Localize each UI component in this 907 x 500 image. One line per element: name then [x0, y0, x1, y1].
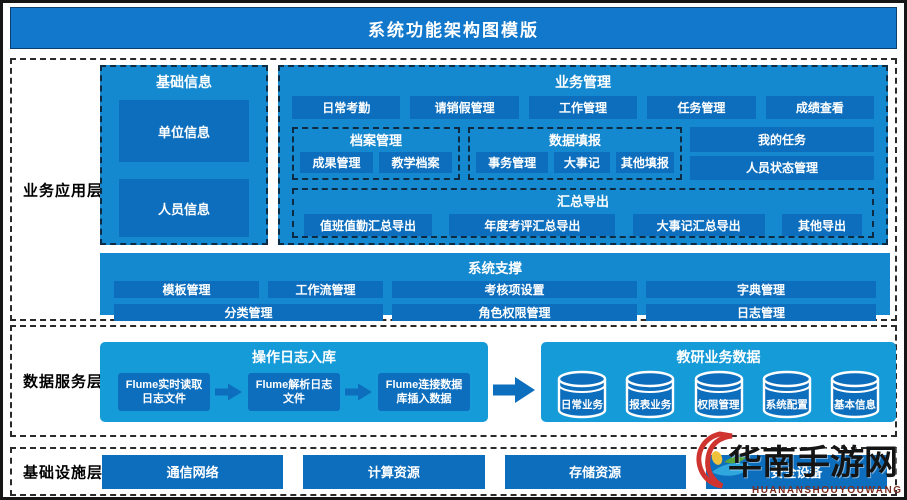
diagram-title: 系统功能架构图模版: [368, 20, 539, 40]
database-label: 报表业务: [629, 399, 672, 411]
arrow-right-icon: [345, 382, 373, 402]
watermark-subtext: HUANANSHOUYOUWANG: [752, 485, 903, 496]
database-icon: 系统配置: [760, 370, 814, 420]
basic-info-title: 基础信息: [156, 74, 212, 90]
archive-item: 教学档案: [379, 152, 452, 173]
watermark-logo-icon: [690, 428, 774, 495]
summary-export-group: 汇总导出 值班值勤汇总导出 年度考评汇总导出 大事记汇总导出 其他导出: [292, 188, 874, 238]
support-item: 角色权限管理: [392, 304, 637, 321]
export-item: 值班值勤汇总导出: [304, 214, 432, 236]
task-stack: 我的任务 人员状态管理: [690, 127, 874, 180]
basic-info-item: 单位信息: [119, 100, 249, 162]
flow-step: Flume连接数据库插入数据: [378, 373, 470, 411]
business-management-title: 业务管理: [555, 74, 611, 90]
data-fill-item: 事务管理: [476, 152, 549, 173]
database-icon: 权限管理: [692, 370, 746, 420]
arrow-right-icon: [493, 375, 537, 410]
database-label: 权限管理: [697, 399, 740, 411]
business-item: 日常考勤: [292, 96, 401, 119]
database-icon: 基本信息: [828, 370, 882, 420]
infra-item: 存储资源: [504, 454, 686, 489]
infra-item: 通信网络: [102, 454, 284, 489]
archive-item: 成果管理: [300, 152, 373, 173]
research-business-data-title: 教研业务数据: [676, 349, 761, 365]
database-label: 日常业务: [561, 399, 603, 411]
business-item: 成绩查看: [765, 96, 875, 119]
flow-step: Flume解析日志文件: [248, 373, 340, 411]
database-label: 系统配置: [765, 399, 808, 411]
layer-label-application: 业务应用层: [22, 182, 103, 199]
research-business-data-panel: 教研业务数据 日常业务 报表业务 权限管理 系统配置: [541, 342, 896, 422]
operation-log-title: 操作日志入库: [252, 349, 336, 365]
layer-label-data-service: 数据服务层: [22, 373, 103, 391]
data-fill-item: 其他填报: [615, 152, 674, 173]
support-item: 考核项设置: [392, 281, 637, 298]
my-tasks-item: 我的任务: [690, 127, 874, 152]
basic-info-panel: 基础信息 单位信息 人员信息: [100, 65, 268, 245]
business-item: 工作管理: [528, 96, 638, 119]
watermark-text: 华南手游网: [728, 444, 898, 482]
system-support-title: 系统支撑: [468, 261, 522, 276]
data-fill-title: 数据填报: [548, 133, 601, 148]
database-icon: 报表业务: [623, 370, 677, 420]
export-item: 其他导出: [781, 214, 862, 236]
flow-step: Flume实时读取日志文件: [118, 373, 210, 411]
support-item: 字典管理: [646, 281, 876, 298]
system-support-panel: 系统支撑 模板管理 工作流管理 考核项设置 字典管理 分类管理 角色权限管理 日…: [100, 253, 890, 321]
support-item: 模板管理: [114, 281, 259, 298]
business-management-panel: 业务管理 日常考勤 请销假管理 工作管理 任务管理 成绩查看 档案管理 成果管理…: [278, 65, 888, 245]
business-item: 任务管理: [647, 96, 756, 119]
database-label: 基本信息: [834, 399, 876, 411]
database-icon: 日常业务: [555, 370, 609, 420]
arrow-right-icon: [215, 382, 243, 402]
data-service-layer: 数据服务层 操作日志入库 Flume实时读取日志文件 Flume解析日志文件 F…: [10, 325, 897, 437]
personnel-status-item: 人员状态管理: [690, 155, 874, 180]
support-item: 工作流管理: [268, 281, 383, 298]
summary-export-title: 汇总导出: [556, 194, 609, 209]
data-fill-group: 数据填报 事务管理 大事记 其他填报: [468, 127, 682, 180]
operation-log-flow-panel: 操作日志入库 Flume实时读取日志文件 Flume解析日志文件 Flume连接…: [100, 342, 488, 422]
business-item: 请销假管理: [410, 96, 519, 119]
business-application-layer: 业务应用层 基础信息 单位信息 人员信息 业务管理 日常考勤 请销假管理 工作管…: [10, 58, 897, 321]
layer-label-infrastructure: 基础设施层: [22, 464, 103, 481]
archive-management-group: 档案管理 成果管理 教学档案: [292, 127, 460, 180]
infrastructure-layer: 基础设施层 通信网络 计算资源 存储资源 安全设备: [10, 447, 897, 496]
site-watermark: 华南手游网 HUANANSHOUYOUWANG: [690, 431, 904, 497]
diagram-title-bar: 系统功能架构图模版: [10, 7, 897, 49]
data-fill-item: 大事记: [554, 152, 610, 173]
support-item: 分类管理: [114, 304, 383, 321]
infra-item: 计算资源: [303, 454, 485, 489]
support-item: 日志管理: [646, 304, 876, 321]
export-item: 年度考评汇总导出: [449, 214, 616, 236]
basic-info-item: 人员信息: [119, 179, 249, 237]
export-item: 大事记汇总导出: [632, 214, 765, 236]
archive-management-title: 档案管理: [349, 133, 402, 148]
